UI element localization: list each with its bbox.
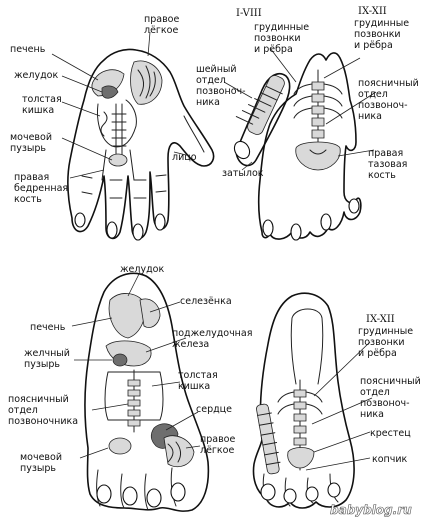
- back-occiput-label: затылок: [222, 168, 264, 179]
- sole-liver-label: печень: [30, 322, 66, 333]
- watermark: babyblog.ru: [330, 503, 412, 517]
- sole-stomach-label: желудок: [120, 264, 164, 275]
- palm-stomach-label: желудок: [14, 70, 58, 81]
- sole-spleen-label: селезёнка: [180, 296, 232, 307]
- palm-figure: [51, 31, 215, 241]
- big-toe-spine: [256, 403, 281, 475]
- cervical-spine-thumb: [235, 75, 285, 135]
- sole-heart-label: сердце: [196, 404, 232, 415]
- foot-sacrum-label: крестец: [370, 428, 411, 439]
- foot-coccyx-label: копчик: [372, 454, 408, 465]
- back-spine-column: [293, 69, 343, 171]
- palm-liver-label: печень: [10, 44, 46, 55]
- top-foot-figure: [252, 292, 373, 509]
- sole-figure: [71, 271, 210, 512]
- back-thoracic-1-8-roman: I-VIII: [236, 8, 262, 19]
- back-thoracic-9-12-roman: IX-XII: [358, 6, 387, 17]
- palm-face-label: лицо: [172, 152, 197, 163]
- foot-thoracic-roman: IX-XII: [366, 314, 395, 325]
- back-hand-figure: [223, 47, 377, 241]
